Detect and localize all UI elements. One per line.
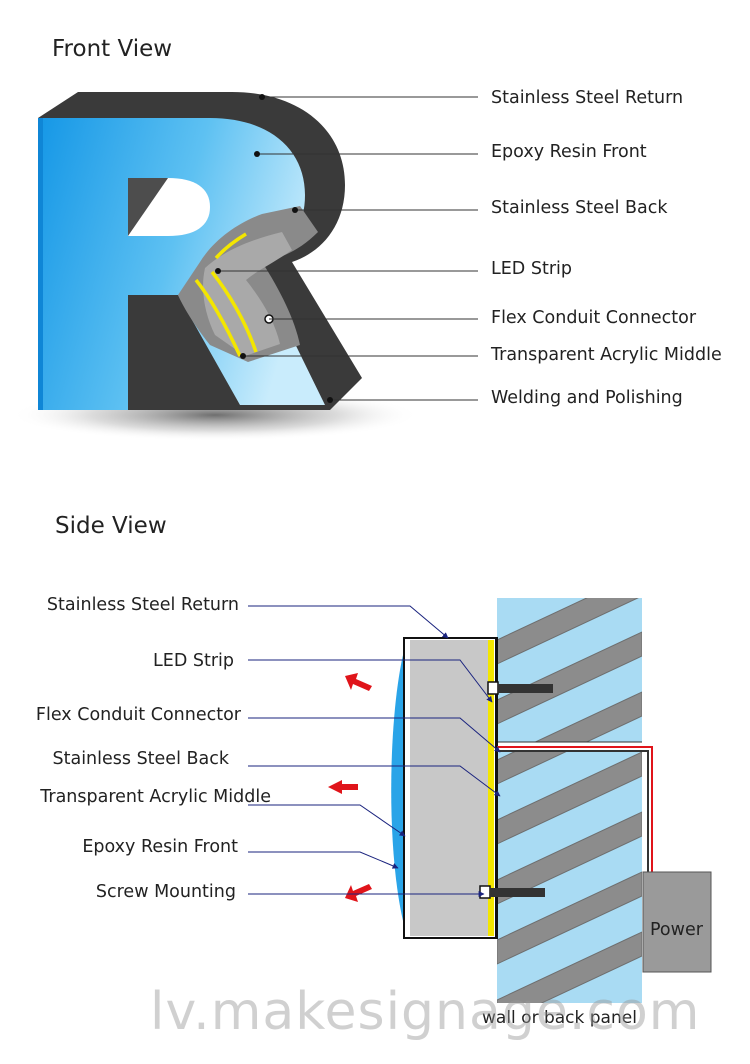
counter-return <box>128 178 168 236</box>
watermark: lv.makesignage.com <box>150 982 701 1042</box>
side-transparent-acrylic-middle <box>410 640 488 936</box>
side-led-strip <box>488 640 494 936</box>
front-label-epoxy-resin-front: Epoxy Resin Front <box>491 142 647 162</box>
side-label-led-strip: LED Strip <box>153 651 234 671</box>
power-label: Power <box>650 920 703 940</box>
side-label-flex-conduit-connector: Flex Conduit Connector <box>35 705 241 725</box>
side-view-title: Side View <box>55 513 167 539</box>
front-leader-dots <box>215 94 333 403</box>
front-label-welding-and-polishing: Welding and Polishing <box>491 388 683 408</box>
wall-panel <box>497 598 642 1003</box>
front-label-stainless-steel-back: Stainless Steel Back <box>491 198 668 218</box>
letter-edge <box>38 118 43 410</box>
side-label-stainless-steel-return: Stainless Steel Return <box>46 595 239 615</box>
led-strip-left <box>194 278 242 357</box>
power-box <box>642 871 712 973</box>
front-view-letter <box>10 92 420 441</box>
side-label-epoxy-resin-front: Epoxy Resin Front <box>82 837 238 857</box>
side-leaders <box>248 605 501 897</box>
led-strip-right <box>210 270 258 353</box>
power-wires <box>497 746 653 874</box>
wall-label: wall or back panel <box>482 1008 637 1028</box>
side-letter-body <box>391 637 498 939</box>
light-direction-arrows <box>328 673 372 902</box>
led-strip-upper <box>214 232 247 260</box>
front-label-led-strip: LED Strip <box>491 259 572 279</box>
side-label-screw-mounting: Screw Mounting <box>95 882 236 902</box>
side-label-transparent-acrylic-middle: Transparent Acrylic Middle <box>40 787 271 807</box>
front-label-flex-conduit-connector: Flex Conduit Connector <box>491 308 697 328</box>
front-label-transparent-acrylic-middle: Transparent Acrylic Middle <box>491 345 722 365</box>
front-leaders <box>218 96 478 401</box>
front-view-title: Front View <box>52 36 173 62</box>
front-label-stainless-steel-return: Stainless Steel Return <box>491 88 684 108</box>
side-label-stainless-steel-back: Stainless Steel Back <box>52 749 230 769</box>
